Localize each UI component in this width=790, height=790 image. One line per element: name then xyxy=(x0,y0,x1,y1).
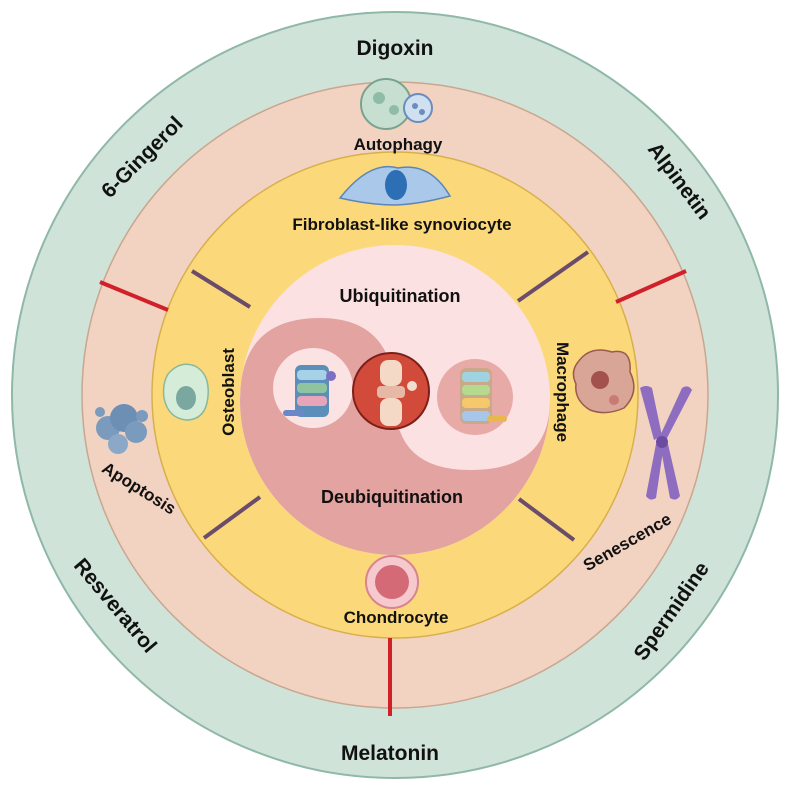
cell-label-osteoblast: Osteoblast xyxy=(219,348,238,436)
fibroblast-cell-icon xyxy=(338,165,452,206)
apoptosis-icon xyxy=(95,404,148,454)
center-label-ubiquitination: Ubiquitination xyxy=(340,286,461,306)
center-label-deubiquitination: Deubiquitination xyxy=(321,487,463,507)
divider-purple-upper-left xyxy=(190,269,252,309)
drug-label-melatonin: Melatonin xyxy=(341,742,439,765)
process-label-autophagy: Autophagy xyxy=(354,135,443,154)
proteasome-right-icon xyxy=(460,368,507,424)
divider-purple-upper-right xyxy=(516,250,590,303)
cell-label-chondrocyte: Chondrocyte xyxy=(344,608,449,627)
divider-red-left xyxy=(99,280,169,312)
proteasome-left-icon xyxy=(283,365,336,417)
knee-joint-icon xyxy=(352,352,430,430)
macrophage-cell-icon xyxy=(572,349,635,414)
divider-purple-lower-left xyxy=(202,495,262,540)
cell-label-macrophage: Macrophage xyxy=(553,342,572,442)
chromosome-icon xyxy=(640,386,692,500)
divider-purple-lower-right xyxy=(517,497,576,542)
drug-label-digoxin: Digoxin xyxy=(357,37,434,60)
osteoblast-cell-icon xyxy=(162,363,209,421)
chondrocyte-cell-icon xyxy=(365,555,419,609)
cell-label-fibroblast-like-synoviocyte: Fibroblast-like synoviocyte xyxy=(292,215,511,234)
divider-red-right xyxy=(615,269,687,304)
autophagy-icon xyxy=(360,78,433,130)
